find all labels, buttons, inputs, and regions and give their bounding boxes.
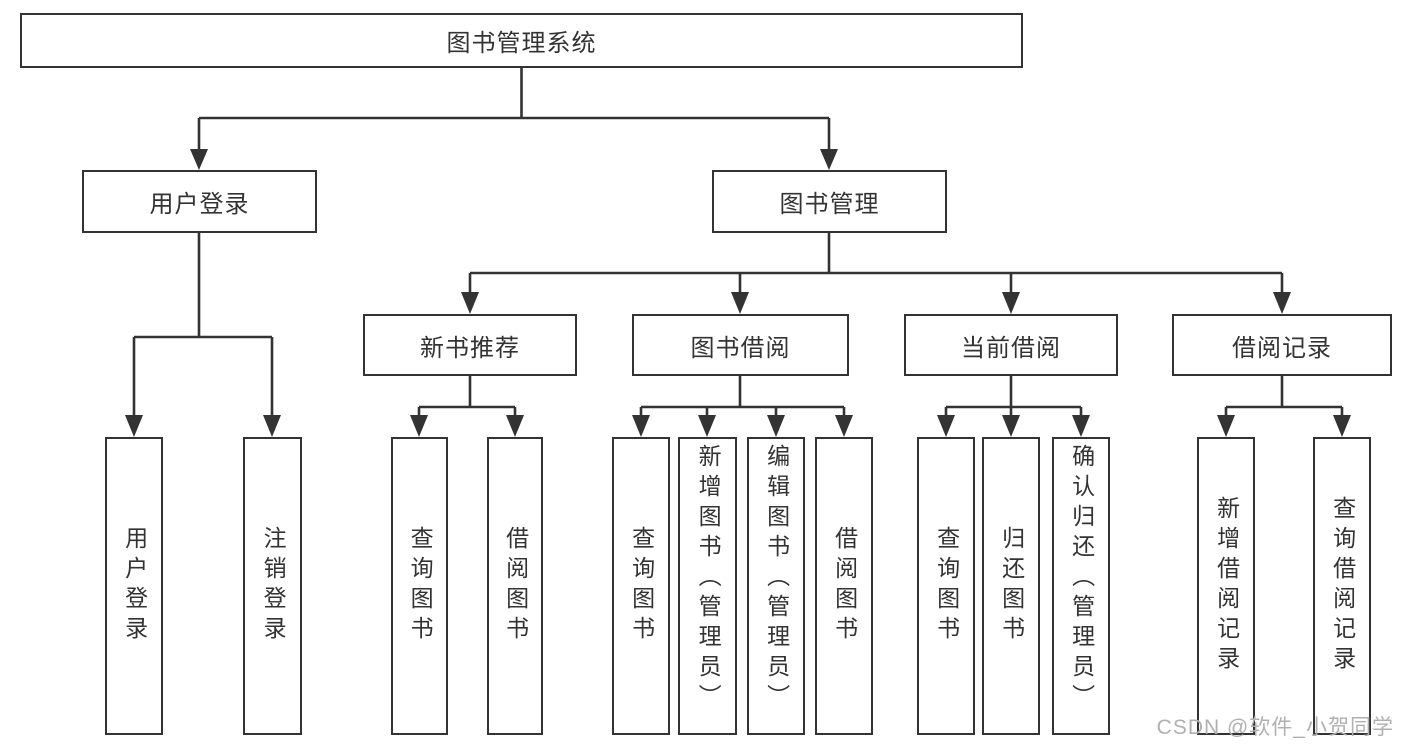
leaf-borrow-books-2: 借阅图书 (815, 437, 873, 735)
node-user-login-label: 用户登录 (149, 191, 250, 218)
leaf-return-books: 归还图书 (982, 437, 1040, 735)
arrowhead-icon (506, 415, 524, 437)
leaf-user-login-label: 用户登录 (121, 526, 148, 646)
leaf-user-login: 用户登录 (105, 437, 163, 735)
leaf-confirm-return-admin-label: 确认归还（管理员） (1068, 444, 1095, 714)
leaf-add-borrow-record: 新增借阅记录 (1197, 437, 1255, 735)
arrowhead-icon (461, 292, 479, 314)
node-borrow-records-label: 借阅记录 (1232, 334, 1332, 362)
node-new-book-recommend-label: 新书推荐 (420, 334, 520, 362)
arrowhead-icon (1333, 415, 1351, 437)
leaf-query-books-3-label: 查询图书 (933, 526, 960, 646)
leaf-borrow-books-2-label: 借阅图书 (831, 526, 858, 646)
leaf-query-books-1-label: 查询图书 (407, 526, 434, 646)
node-current-borrow-label: 当前借阅 (961, 334, 1061, 362)
arrowhead-icon (937, 415, 955, 437)
leaf-add-books-admin: 新增图书（管理员） (678, 437, 737, 735)
node-book-management: 图书管理 (712, 170, 947, 233)
leaf-logout-label: 注销登录 (260, 526, 287, 646)
node-book-borrow-label: 图书借阅 (690, 334, 791, 362)
arrowhead-icon (1273, 292, 1291, 314)
leaf-query-borrow-record: 查询借阅记录 (1313, 437, 1371, 735)
watermark-text: CSDN @软件_小贺同学 (1156, 716, 1394, 739)
arrowhead-icon (731, 292, 749, 314)
leaf-borrow-books-1: 借阅图书 (487, 437, 543, 735)
arrowhead-icon (410, 415, 428, 437)
node-root-label: 图书管理系统 (446, 30, 597, 57)
connector-borrow-record-children (1224, 376, 1344, 426)
leaf-return-books-label: 归还图书 (998, 526, 1025, 646)
connector-new-book-children (417, 376, 517, 426)
arrowhead-icon (698, 415, 716, 437)
arrowhead-icon (632, 415, 650, 437)
node-root: 图书管理系统 (20, 13, 1023, 68)
node-new-book-recommend: 新书推荐 (363, 314, 577, 376)
leaf-edit-books-admin: 编辑图书（管理员） (747, 437, 805, 735)
leaf-query-books-2: 查询图书 (612, 437, 670, 735)
node-borrow-records: 借阅记录 (1172, 314, 1392, 376)
node-book-management-label: 图书管理 (779, 191, 880, 218)
connector-root-to-level2 (197, 68, 831, 156)
leaf-query-books-3: 查询图书 (917, 437, 975, 735)
node-book-borrow: 图书借阅 (632, 314, 849, 376)
leaf-edit-books-admin-label: 编辑图书（管理员） (763, 444, 790, 714)
arrowhead-icon (767, 415, 785, 437)
leaf-confirm-return-admin: 确认归还（管理员） (1052, 437, 1110, 735)
arrowhead-icon (263, 415, 281, 437)
arrowhead-icon (835, 415, 853, 437)
connector-current-borrow-children (944, 376, 1083, 426)
leaf-borrow-books-1-label: 借阅图书 (502, 526, 529, 646)
leaf-add-books-admin-label: 新增图书（管理员） (695, 444, 722, 714)
node-user-login: 用户登录 (82, 170, 317, 233)
arrowhead-icon (1072, 415, 1090, 437)
node-current-borrow: 当前借阅 (904, 314, 1118, 376)
connector-book-borrow-children (639, 376, 846, 426)
arrowhead-icon (1002, 292, 1020, 314)
leaf-logout: 注销登录 (243, 437, 302, 735)
arrowhead-icon (820, 149, 838, 170)
connector-user-login-children (132, 233, 274, 426)
leaf-query-borrow-record-label: 查询借阅记录 (1329, 496, 1356, 676)
connector-book-mgmt-children (468, 233, 1284, 302)
arrowhead-icon (190, 149, 208, 170)
leaf-query-books-1: 查询图书 (391, 437, 448, 735)
leaf-add-borrow-record-label: 新增借阅记录 (1213, 496, 1240, 676)
arrowhead-icon (125, 415, 143, 437)
arrowhead-icon (1002, 415, 1020, 437)
arrowhead-icon (1217, 415, 1235, 437)
leaf-query-books-2-label: 查询图书 (628, 526, 655, 646)
